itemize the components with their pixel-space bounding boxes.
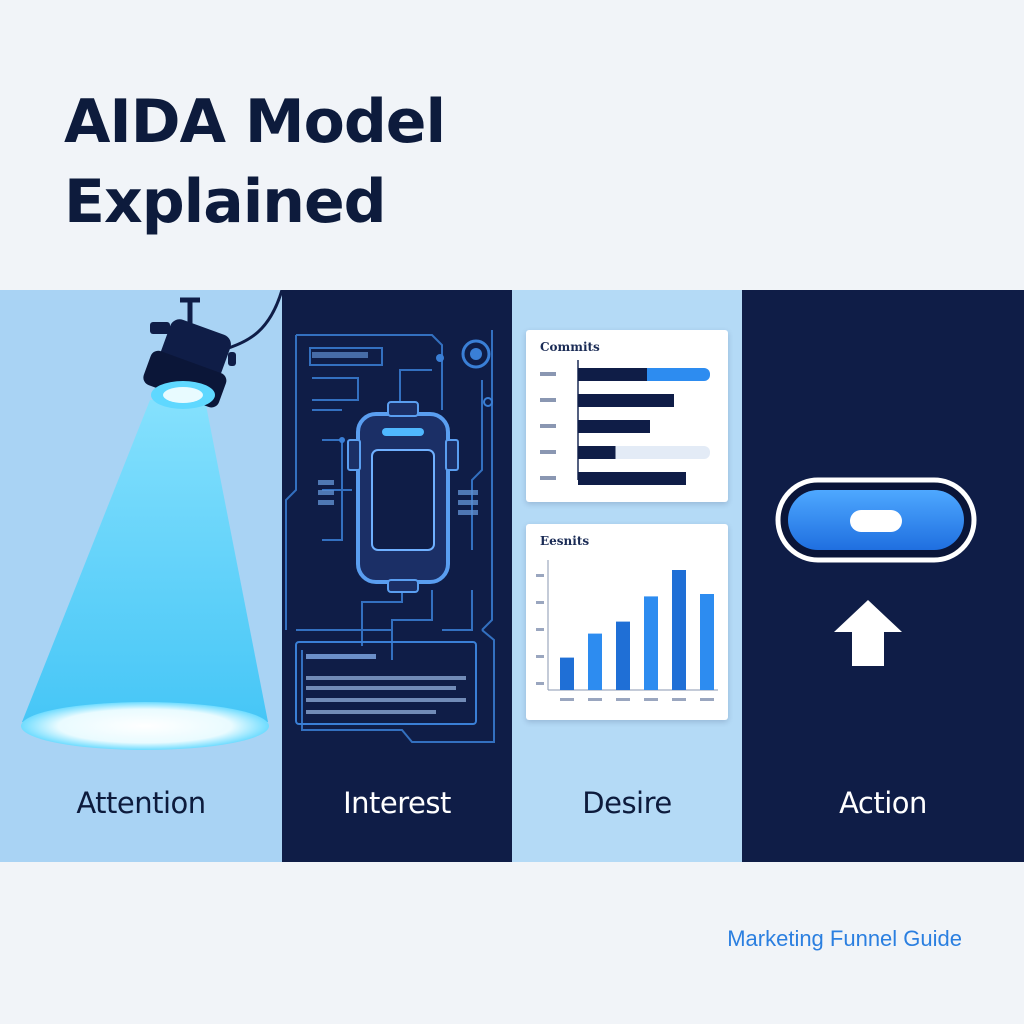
stage-attention-panel: Attention	[0, 290, 282, 862]
title-line-1: AIDA Model	[64, 87, 446, 157]
circuit-device-icon	[285, 330, 495, 743]
desire-card-bottom-title: Eesnits	[540, 534, 590, 548]
page-title: AIDA Model Explained	[64, 82, 624, 242]
vbar-bar-2	[616, 621, 630, 690]
vertical-bar-chart	[536, 560, 718, 701]
button-arrow-icon	[775, 477, 977, 666]
horizontal-bar-chart	[540, 360, 710, 485]
footer-caption: Marketing Funnel Guide	[727, 926, 962, 951]
vbar-xtick-1	[588, 698, 602, 701]
stage-label-interest: Interest	[343, 786, 451, 820]
hbar-bar-0	[578, 368, 647, 381]
hbar-bar-3	[578, 446, 616, 459]
hbar-tick-0	[540, 372, 556, 376]
stage-label-attention: Attention	[76, 786, 206, 820]
vbar-xtick-3	[644, 698, 658, 701]
hbar-tick-2	[540, 424, 556, 428]
hbar-bar-2	[578, 420, 650, 433]
hbar-tick-3	[540, 450, 556, 454]
aida-stages-band: Attention	[0, 290, 1024, 862]
hbar-bar-1	[578, 394, 674, 407]
vbar-xtick-2	[616, 698, 630, 701]
vbar-xtick-0	[560, 698, 574, 701]
stage-label-desire: Desire	[582, 786, 672, 820]
vbar-xtick-5	[700, 698, 714, 701]
vbar-ytick-2	[536, 628, 544, 631]
vbar-bar-0	[560, 657, 574, 690]
stage-label-action: Action	[839, 786, 927, 820]
stage-action-panel: Action	[742, 290, 1024, 862]
desire-card-top: Commits	[526, 330, 728, 502]
vbar-bar-3	[644, 596, 658, 690]
title-line-2: Explained	[64, 167, 387, 237]
vbar-ytick-1	[536, 601, 544, 604]
stage-desire-panel: Commits Eesnits Desire	[512, 290, 742, 862]
hbar-tick-1	[540, 398, 556, 402]
desire-card-bottom: Eesnits	[526, 524, 728, 720]
vbar-bar-5	[700, 594, 714, 690]
spotlight-icon	[21, 290, 282, 750]
hbar-tick-4	[540, 476, 556, 480]
vbar-bar-4	[672, 570, 686, 690]
vbar-ytick-3	[536, 655, 544, 658]
stage-interest-panel: Interest	[282, 290, 512, 862]
vbar-xtick-4	[672, 698, 686, 701]
vbar-bar-1	[588, 633, 602, 690]
desire-card-top-title: Commits	[540, 340, 600, 354]
hbar-bar-4	[578, 472, 686, 485]
vbar-ytick-0	[536, 574, 544, 577]
vbar-ytick-4	[536, 682, 544, 685]
